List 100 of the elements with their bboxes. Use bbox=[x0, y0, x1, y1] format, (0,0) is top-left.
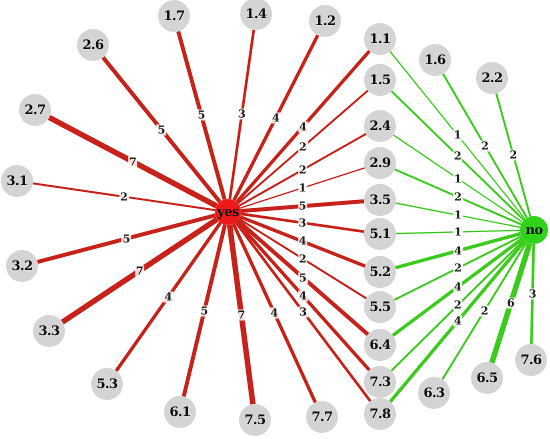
node-circle bbox=[418, 377, 450, 409]
node-label: 1.7 bbox=[163, 8, 185, 24]
node-label: 2.7 bbox=[24, 102, 46, 118]
node-label: 5.2 bbox=[369, 264, 391, 280]
edge-line bbox=[390, 239, 525, 372]
edge-line bbox=[238, 133, 367, 206]
node-label: 3.2 bbox=[11, 258, 33, 274]
edge-line bbox=[239, 215, 366, 268]
edge-label: 7 bbox=[128, 156, 138, 168]
edge-label: 1 bbox=[453, 226, 463, 238]
edge-label: 2 bbox=[119, 191, 129, 202]
node-circle bbox=[164, 396, 196, 428]
node-circle bbox=[309, 5, 341, 37]
hub-circle bbox=[520, 216, 548, 244]
node-circle bbox=[239, 404, 271, 436]
node-circle bbox=[364, 23, 396, 55]
node-label: 7.6 bbox=[520, 352, 542, 368]
node-label: 3.5 bbox=[369, 192, 391, 208]
node-circle bbox=[77, 29, 109, 61]
edge-line bbox=[394, 168, 522, 226]
node-circle bbox=[19, 94, 51, 126]
edge-line bbox=[234, 222, 372, 402]
edge-line bbox=[60, 216, 219, 324]
node-label: 5.3 bbox=[96, 376, 118, 392]
edge-line bbox=[489, 242, 532, 364]
node-label: 1.5 bbox=[369, 72, 391, 88]
edge-label: 2 bbox=[453, 262, 463, 274]
node-label: 6.3 bbox=[423, 386, 445, 400]
node-circle bbox=[364, 184, 396, 216]
edge-label: 7 bbox=[236, 309, 246, 320]
edge-label: 5 bbox=[298, 200, 308, 212]
edge-label: 4 bbox=[298, 236, 308, 247]
edge-line bbox=[238, 218, 367, 300]
edge-line bbox=[232, 34, 320, 202]
edge-label: 4 bbox=[298, 121, 308, 132]
edge-label: 4 bbox=[452, 316, 462, 327]
edge-line bbox=[235, 50, 371, 204]
edge-line bbox=[392, 237, 524, 337]
edge-line bbox=[36, 213, 216, 264]
edge-label: 3 bbox=[236, 108, 247, 120]
edge-label: 3 bbox=[528, 288, 538, 300]
node-circle bbox=[6, 250, 38, 282]
node-label: 7.8 bbox=[369, 406, 391, 422]
edge-label: 4 bbox=[452, 281, 463, 292]
node-label: 1.6 bbox=[424, 52, 446, 68]
node-circle bbox=[306, 401, 338, 433]
edge-line bbox=[392, 134, 523, 223]
node-circle bbox=[364, 366, 396, 398]
edge-line bbox=[232, 223, 317, 404]
node-circle bbox=[364, 256, 396, 288]
node-circle bbox=[476, 62, 508, 94]
node-label: 2.4 bbox=[369, 118, 391, 134]
edge-label: 2 bbox=[298, 141, 308, 152]
node-circle bbox=[364, 110, 396, 142]
edge-label: 4 bbox=[164, 291, 174, 302]
node-label: 7.5 bbox=[244, 412, 266, 428]
node-circle bbox=[364, 398, 396, 430]
node-circle bbox=[158, 0, 190, 32]
edge-line bbox=[442, 241, 528, 380]
edge-label: 5 bbox=[156, 124, 166, 136]
edge-line bbox=[396, 230, 520, 234]
node-circle bbox=[419, 44, 451, 76]
node-label: no bbox=[525, 222, 543, 238]
edge-label: 5 bbox=[196, 110, 206, 121]
node-label: 1.1 bbox=[369, 32, 391, 46]
node-label: 1.4 bbox=[245, 6, 267, 22]
edge-line bbox=[237, 90, 369, 204]
edge-line bbox=[240, 212, 364, 234]
node-label: 2.9 bbox=[369, 156, 391, 170]
edge-line bbox=[395, 232, 521, 270]
edge-label: 2 bbox=[298, 253, 308, 264]
node-label: 6.5 bbox=[476, 370, 498, 386]
edge-line bbox=[530, 244, 536, 344]
edge-line bbox=[235, 220, 371, 372]
edge-label: 5 bbox=[298, 272, 308, 283]
node-label: 7.3 bbox=[369, 374, 391, 390]
node-circle bbox=[515, 344, 547, 376]
edge-line bbox=[226, 224, 256, 404]
node-label: 2.6 bbox=[82, 38, 104, 52]
edge-label: 5 bbox=[200, 305, 210, 316]
node-label: 6.1 bbox=[169, 404, 191, 420]
edge-line bbox=[394, 235, 522, 301]
node-circle bbox=[33, 315, 65, 347]
edge-label: 2 bbox=[452, 150, 463, 162]
edge-line bbox=[240, 167, 365, 209]
edge-line bbox=[182, 224, 227, 397]
node-circle bbox=[364, 291, 396, 323]
edge-label: 3 bbox=[298, 217, 308, 228]
node-circle bbox=[1, 165, 33, 197]
node-circle bbox=[364, 147, 396, 179]
edge-line bbox=[396, 202, 520, 228]
edge-line bbox=[48, 115, 218, 208]
node-circle bbox=[91, 368, 123, 400]
node-label: 5.5 bbox=[369, 300, 391, 314]
edge-label: 2 bbox=[480, 305, 490, 316]
edge-label: 4 bbox=[453, 245, 463, 256]
node-circle bbox=[240, 0, 272, 30]
edge-line bbox=[390, 51, 526, 220]
edge-label: 1 bbox=[298, 182, 308, 194]
edge-label: 3 bbox=[298, 306, 308, 318]
